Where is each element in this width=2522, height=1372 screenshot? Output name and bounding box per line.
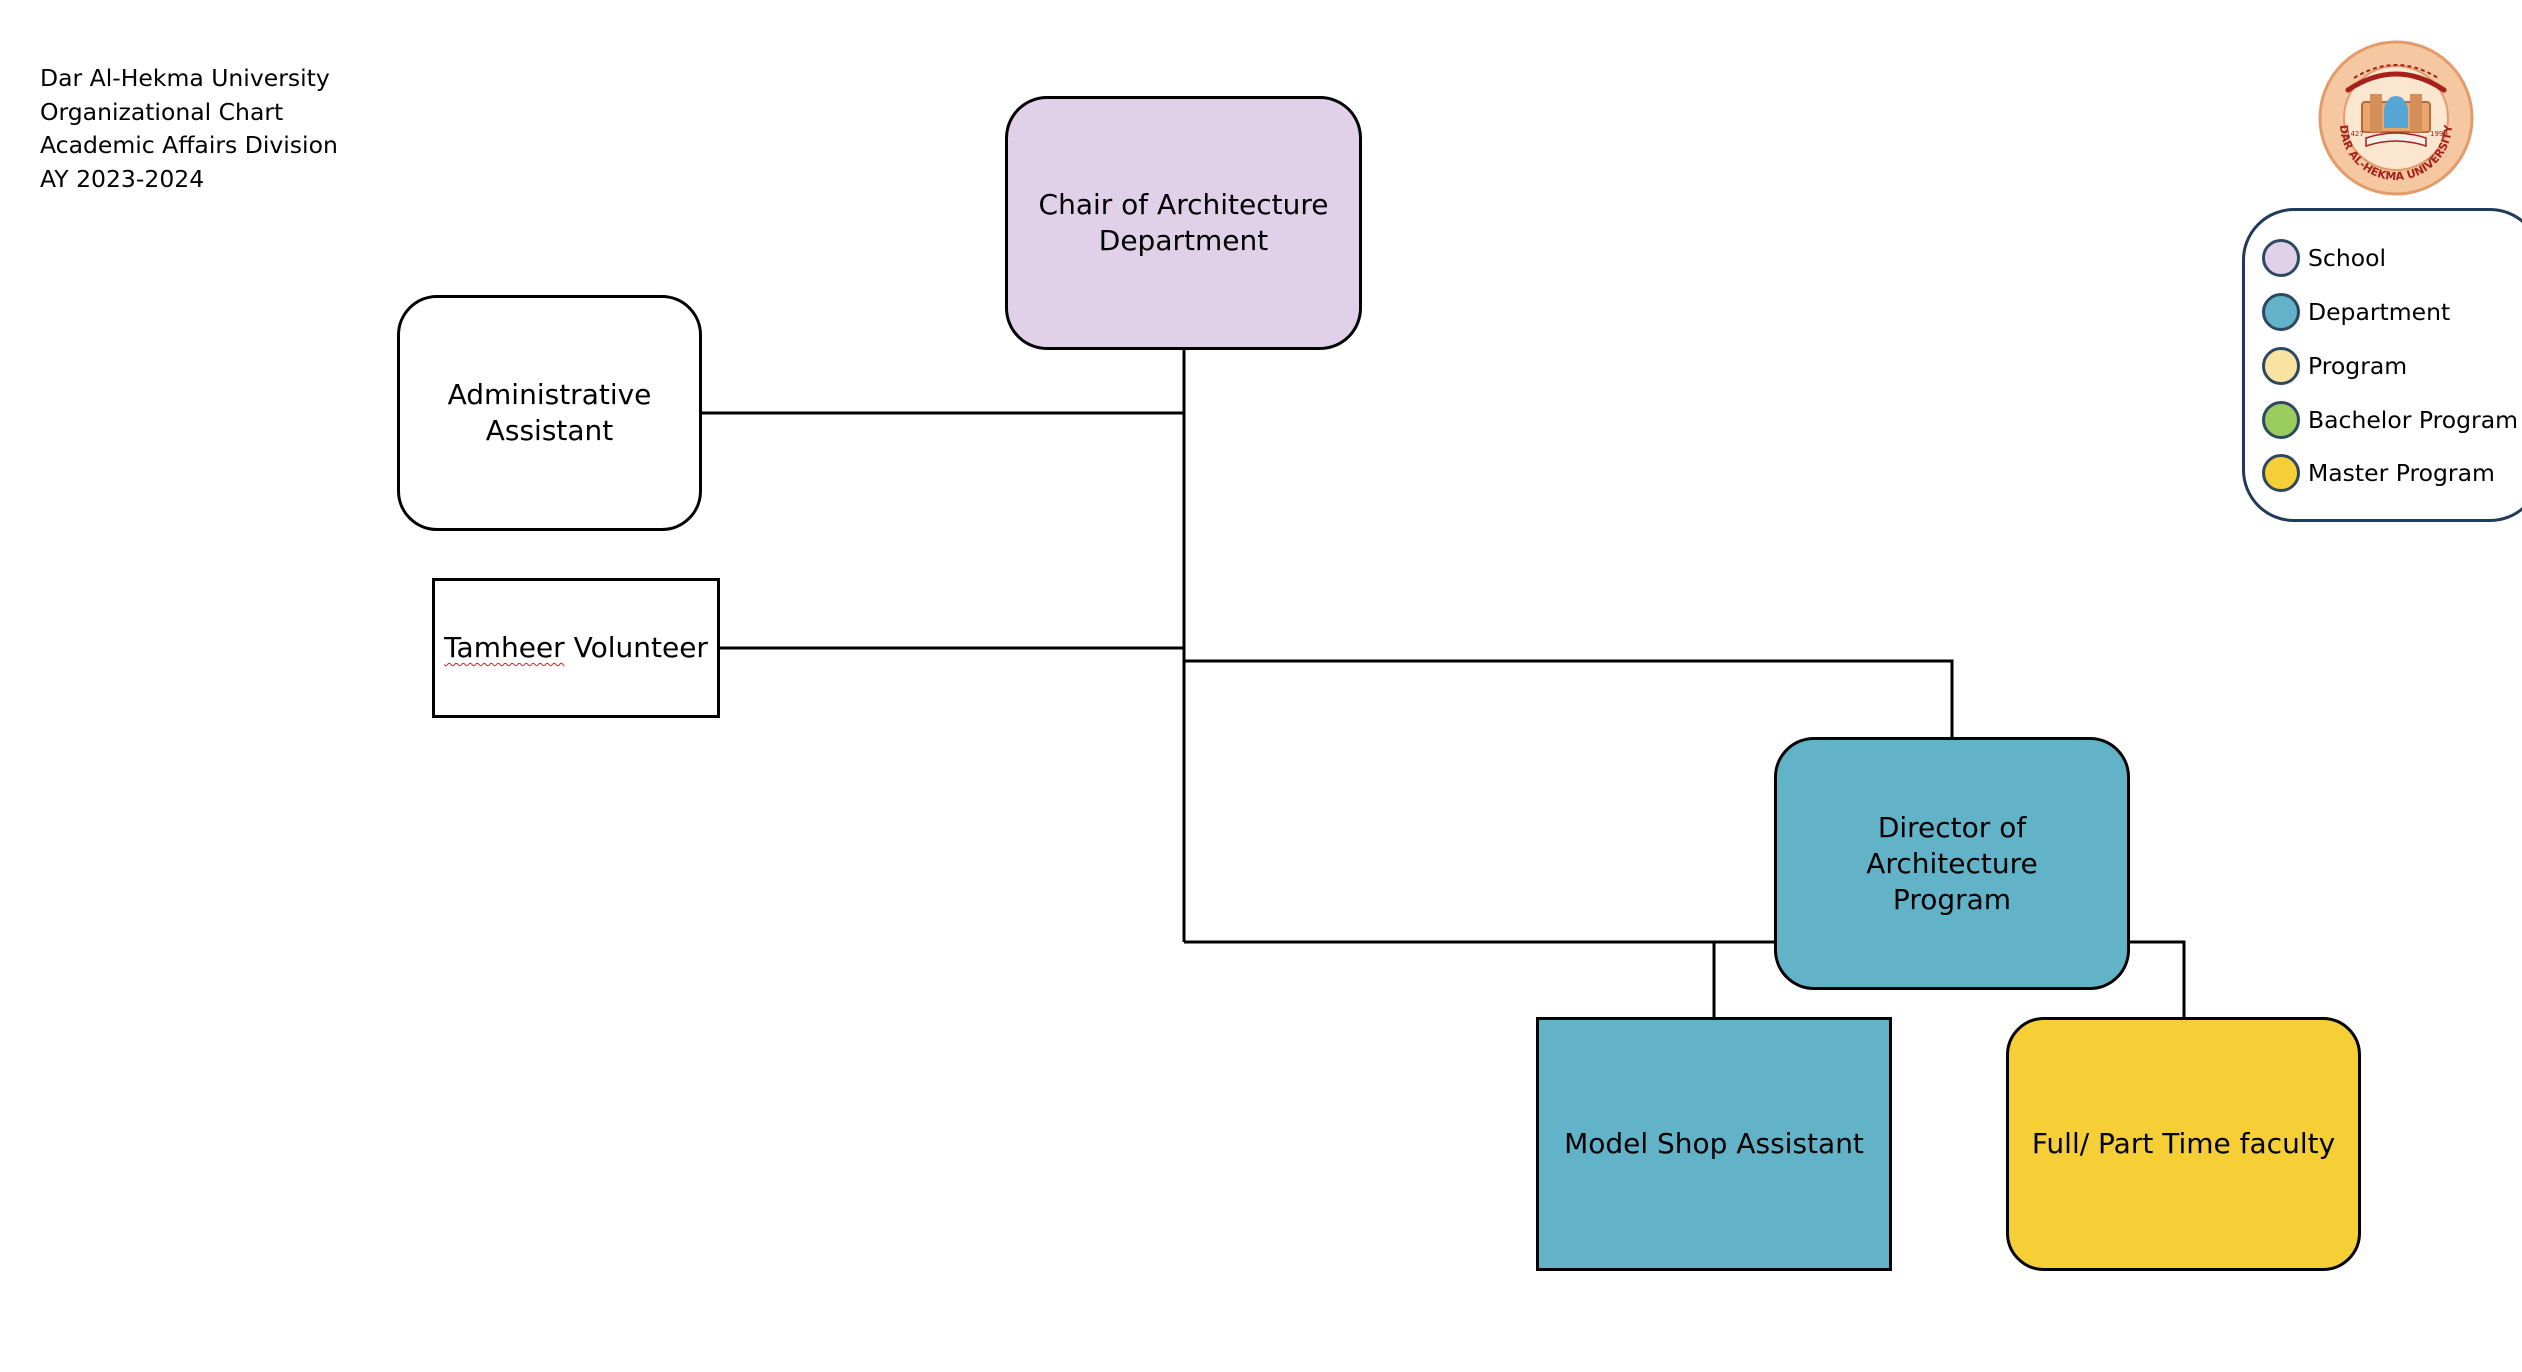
node-director-architecture-program: Director of Architecture Program <box>1774 737 2130 990</box>
legend-label-bachelor-program: Bachelor Program <box>2308 406 2518 434</box>
legend-item-program: Program <box>2262 345 2407 387</box>
legend-label-department: Department <box>2308 298 2451 326</box>
legend-label-school: School <box>2308 244 2387 272</box>
connector-director <box>1184 659 1954 737</box>
legend-item-master-program: Master Program <box>2262 452 2495 494</box>
node-administrative-assistant: Administrative Assistant <box>397 295 702 531</box>
node-tamheer-word2: Volunteer <box>564 631 708 664</box>
legend-item-school: School <box>2262 237 2386 279</box>
node-admin-line2: Assistant <box>485 414 614 447</box>
node-chair-architecture: Chair of Architecture Department <box>1005 96 1362 350</box>
svg-text:1427: 1427 <box>2346 130 2364 138</box>
node-full-part-time-faculty: Full/ Part Time faculty <box>2006 1017 2361 1271</box>
node-chair-line1: Chair of Architecture <box>1038 188 1329 221</box>
legend-swatch-department <box>2262 293 2300 331</box>
legend-item-bachelor-program: Bachelor Program <box>2262 399 2518 441</box>
legend-swatch-bachelor-program <box>2262 401 2300 439</box>
node-tamheer-volunteer: Tamheer Volunteer <box>432 578 720 718</box>
header-academic-year: AY 2023-2024 <box>40 164 205 193</box>
color-legend: School Department Program Bachelor Progr… <box>2242 208 2522 522</box>
legend-label-master-program: Master Program <box>2308 459 2495 487</box>
node-director-line2: Program <box>1892 882 2012 916</box>
legend-label-program: Program <box>2308 352 2408 380</box>
svg-text:1999: 1999 <box>2430 130 2448 138</box>
node-chair-line2: Department <box>1098 224 1269 257</box>
header-division: Academic Affairs Division <box>40 131 338 159</box>
node-director-line1: Director of Architecture <box>1866 810 2038 880</box>
legend-item-department: Department <box>2262 291 2450 333</box>
legend-swatch-master-program <box>2262 454 2300 492</box>
chart-header: Dar Al-Hekma University Organizational C… <box>40 62 338 196</box>
connector-faculty <box>2130 940 2186 1017</box>
node-admin-line1: Administrative <box>447 378 652 411</box>
header-chart-title: Organizational Chart <box>40 97 284 126</box>
node-model-shop-label: Model Shop Assistant <box>1564 1127 1864 1160</box>
university-seal-logo: 1427 1999 DAR AL-HEKMA UNIVERSITY <box>2318 40 2474 196</box>
node-tamheer-word1: Tamheer <box>444 631 565 664</box>
legend-swatch-program <box>2262 347 2300 385</box>
header-university: Dar Al-Hekma University <box>40 64 330 92</box>
node-model-shop-assistant: Model Shop Assistant <box>1536 1017 1892 1271</box>
legend-swatch-school <box>2262 239 2300 277</box>
node-faculty-label: Full/ Part Time faculty <box>2031 1127 2336 1160</box>
